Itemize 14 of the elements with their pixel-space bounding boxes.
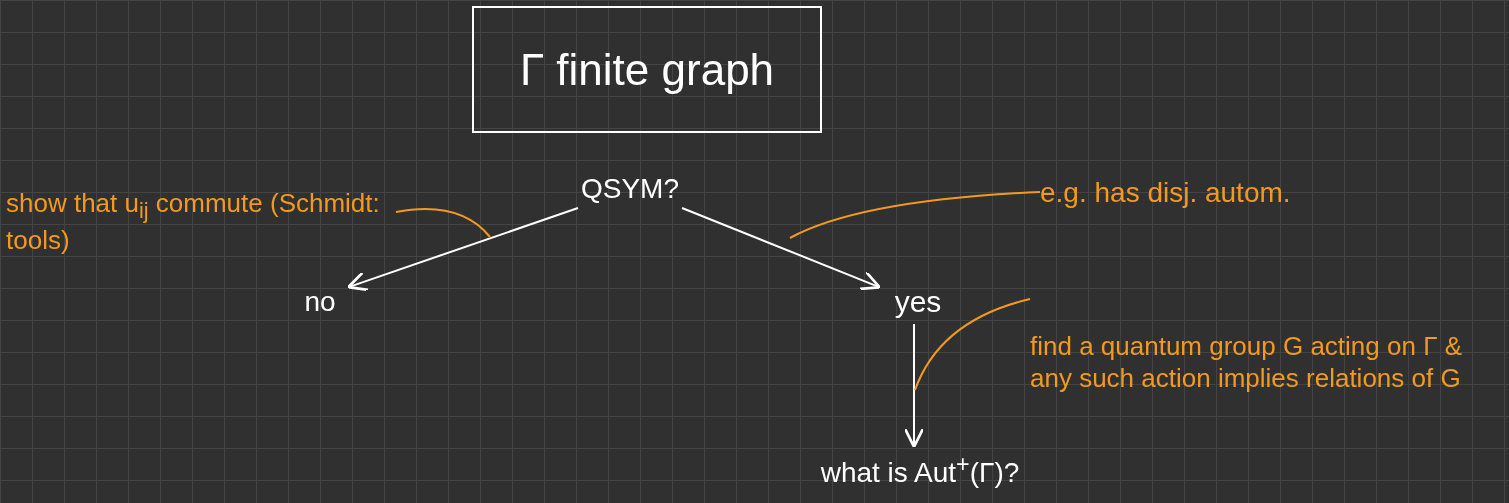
node-text: QSYM? xyxy=(565,168,695,208)
node-text: what is Aut$^{+}$(Γ)? xyxy=(820,445,1020,495)
arrow xyxy=(681,207,881,291)
leader-line xyxy=(914,298,1031,391)
annotation-note: show that u$_{ij}$ commute (Schmidt: tools) xyxy=(6,172,396,272)
leader-line xyxy=(789,191,1041,239)
arrow xyxy=(903,323,925,449)
leader-line xyxy=(395,208,491,238)
annotation-note: find a quantum group G acting on Γ & any such action implies relations of G xyxy=(1030,272,1470,452)
arrow xyxy=(346,207,579,292)
node-text: no xyxy=(290,283,350,319)
graph-box: Γ finite graph xyxy=(472,6,822,133)
node-text: yes xyxy=(878,280,958,324)
annotation-note: e.g. has disj. autom. xyxy=(1040,172,1500,212)
